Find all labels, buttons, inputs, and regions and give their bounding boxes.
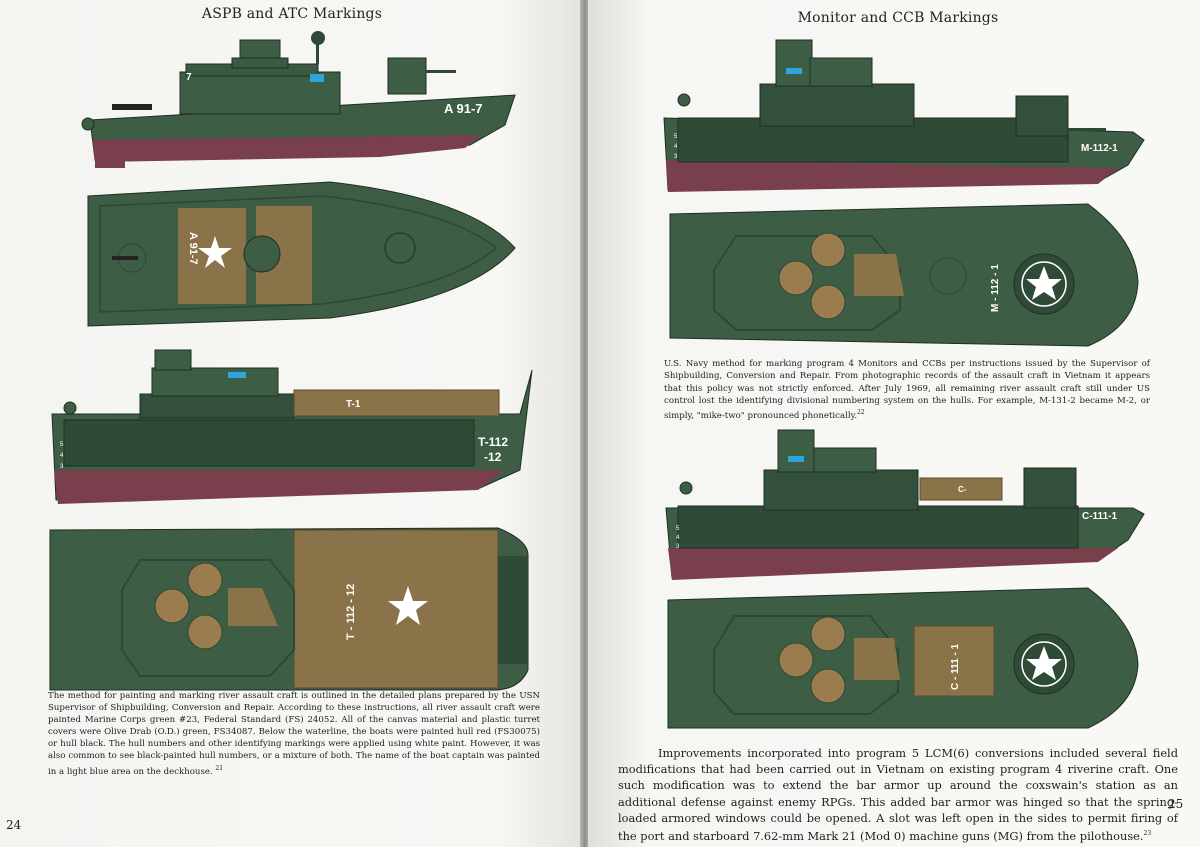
aspb-atc-drawings: 7 A 91-7 A 91-7 — [49, 31, 533, 691]
atc-draft-3: 3 — [60, 464, 64, 470]
right-page-number: 25 — [1168, 797, 1184, 811]
right-page-title: Monitor and CCB Markings — [797, 10, 999, 26]
ccb-side-hull-number: C-111-1 — [1082, 511, 1117, 522]
monitor-top-hull-number: M - 112 - 1 — [990, 264, 1001, 312]
left-body-text: The method for painting and marking rive… — [48, 690, 540, 778]
left-body-paragraph: The method for painting and marking rive… — [48, 691, 540, 777]
aspb-side-view: 7 A 91-7 — [81, 31, 516, 168]
right-caption-text: U.S. Navy method for marking program 4 M… — [664, 359, 1150, 422]
left-footnote-ref: 21 — [215, 764, 224, 772]
atc-top-view: T - 112 - 12 — [49, 527, 529, 691]
right-body-ref: 23 — [1143, 830, 1152, 838]
monitor-ccb-drawings: M-112-1 5 4 3 M - 112 - 1 — [663, 39, 1145, 729]
atc-side-deck-number: T-1 — [346, 399, 361, 410]
atc-side-view: T-1 T-112 -12 5 4 3 — [51, 349, 533, 504]
ccb-top-view: C - 111 - 1 — [667, 587, 1139, 729]
atc-draft-4: 4 — [60, 453, 64, 459]
ccb-side-deck-number: C- — [958, 485, 967, 494]
ccb-draft-4: 4 — [676, 535, 680, 541]
atc-draft-5: 5 — [60, 442, 64, 448]
left-page-number: 24 — [6, 818, 22, 832]
monitor-top-view: M - 112 - 1 — [669, 203, 1139, 347]
monitor-side-view: M-112-1 5 4 3 — [663, 39, 1145, 192]
monitor-draft-3: 3 — [674, 154, 678, 160]
right-caption-ref: 22 — [857, 409, 865, 417]
aspb-top-view: A 91-7 — [87, 181, 516, 327]
ccb-side-view: C- C-111-1 5 4 3 — [665, 429, 1145, 580]
atc-top-hull-number: T - 112 - 12 — [345, 584, 357, 640]
monitor-side-hull-number: M-112-1 — [1081, 143, 1118, 154]
atc-side-hull-number-1: T-112 — [478, 435, 508, 449]
left-page: ASPB and ATC Markings 7 A 91-7 — [0, 0, 584, 847]
atc-side-hull-number-2: -12 — [484, 450, 502, 464]
svg-text:7: 7 — [186, 72, 192, 83]
right-body-text: Improvements incorporated into program 5… — [618, 745, 1178, 844]
aspb-side-hull-number: A 91-7 — [444, 101, 483, 116]
ccb-draft-3: 3 — [676, 544, 680, 550]
right-body-paragraph: Improvements incorporated into program 5… — [618, 746, 1178, 843]
monitor-draft-5: 5 — [674, 134, 678, 140]
monitor-draft-4: 4 — [674, 144, 678, 150]
right-page: Monitor and CCB Markings M-112-1 5 4 3 — [588, 0, 1200, 847]
book-gutter — [580, 0, 590, 847]
right-caption: U.S. Navy method for marking program 4 M… — [664, 358, 1150, 422]
left-page-title: ASPB and ATC Markings — [201, 6, 383, 22]
aspb-top-hull-number: A 91-7 — [187, 232, 199, 265]
ccb-top-hull-number: C - 111 - 1 — [950, 643, 961, 690]
ccb-draft-5: 5 — [676, 526, 680, 532]
